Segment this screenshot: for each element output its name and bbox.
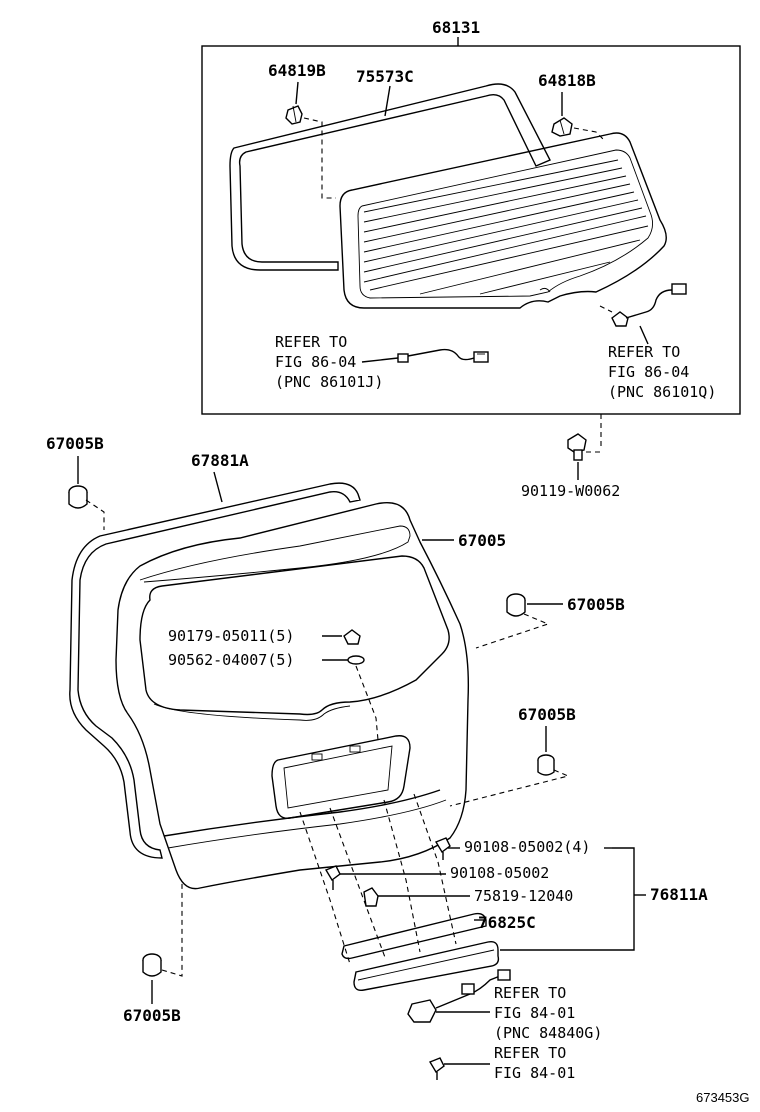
bolt-90119[interactable] bbox=[567, 433, 587, 461]
dash-64818B bbox=[573, 127, 605, 141]
label-64819B[interactable]: 64819B bbox=[268, 61, 326, 80]
lamp-screw[interactable] bbox=[428, 1057, 445, 1080]
refer-right-line2[interactable]: FIG 86-04 bbox=[608, 363, 689, 381]
label-75819[interactable]: 75819-12040 bbox=[474, 887, 573, 905]
refer-bottom1-line3[interactable]: (PNC 84840G) bbox=[494, 1024, 602, 1042]
refer-bottom1-line2[interactable]: FIG 84-01 bbox=[494, 1004, 575, 1022]
dash-garnish-3 bbox=[383, 799, 421, 953]
refer-bottom2-line2[interactable]: FIG 84-01 bbox=[494, 1064, 575, 1082]
dash-right-connector bbox=[599, 305, 613, 313]
dash-64819B bbox=[303, 117, 336, 199]
figure-id: 673453G bbox=[696, 1090, 750, 1105]
dash-garnish-2 bbox=[329, 807, 387, 961]
stopper-67005B-top-left[interactable] bbox=[68, 485, 88, 509]
dash-90562 bbox=[355, 665, 379, 741]
garnish-lamp-housing[interactable] bbox=[353, 940, 500, 992]
wire-connector-left[interactable] bbox=[397, 348, 489, 363]
dash-67005B-right-2 bbox=[449, 769, 570, 807]
leader-75573C bbox=[384, 85, 391, 117]
label-67005B-top-left[interactable]: 67005B bbox=[46, 434, 104, 453]
garnish-76825C[interactable] bbox=[341, 912, 487, 960]
label-90562[interactable]: 90562-04007(5) bbox=[168, 651, 294, 669]
screw-90108-4[interactable] bbox=[434, 837, 451, 860]
refer-bottom2-line1[interactable]: REFER TO bbox=[494, 1044, 566, 1062]
label-67005B-right-2[interactable]: 67005B bbox=[518, 705, 576, 724]
label-67005[interactable]: 67005 bbox=[458, 531, 506, 550]
stopper-67005B-right-1[interactable] bbox=[506, 593, 526, 617]
refer-left-line2[interactable]: FIG 86-04 bbox=[275, 353, 356, 371]
label-67881A[interactable]: 67881A bbox=[191, 451, 249, 470]
label-67005B-right-1[interactable]: 67005B bbox=[567, 595, 625, 614]
label-90108[interactable]: 90108-05002 bbox=[450, 864, 549, 882]
clip-75819[interactable] bbox=[363, 887, 379, 907]
assembly-box-68131 bbox=[201, 45, 741, 415]
license-lamp-connector[interactable] bbox=[407, 969, 511, 1023]
wire-connector-right[interactable] bbox=[611, 283, 687, 327]
back-door-panel[interactable] bbox=[115, 502, 469, 890]
nut-90179[interactable] bbox=[343, 629, 361, 645]
label-64818B[interactable]: 64818B bbox=[538, 71, 596, 90]
weatherstrip-67881A[interactable] bbox=[69, 482, 361, 859]
refer-left-line1[interactable]: REFER TO bbox=[275, 333, 347, 351]
dash-67005B-right-1 bbox=[475, 613, 550, 649]
leader-67881A bbox=[213, 471, 223, 503]
label-90108-4[interactable]: 90108-05002(4) bbox=[464, 838, 590, 856]
dash-garnish-4 bbox=[413, 793, 457, 945]
refer-left-line3[interactable]: (PNC 86101J) bbox=[275, 373, 383, 391]
label-67005B-bottom-left[interactable]: 67005B bbox=[123, 1006, 181, 1025]
label-76811A[interactable]: 76811A bbox=[650, 885, 708, 904]
stopper-67005B-right-2[interactable] bbox=[537, 754, 555, 776]
label-90179[interactable]: 90179-05011(5) bbox=[168, 627, 294, 645]
label-75573C[interactable]: 75573C bbox=[356, 67, 414, 86]
dash-67005B-top-left bbox=[85, 499, 105, 530]
stopper-67005B-bottom-left[interactable] bbox=[142, 953, 162, 977]
refer-right-line3[interactable]: (PNC 86101Q) bbox=[608, 383, 716, 401]
bracket-76811A bbox=[612, 847, 635, 951]
dash-garnish-1 bbox=[299, 811, 351, 965]
leader-refer-left bbox=[361, 357, 399, 363]
back-glass[interactable] bbox=[339, 132, 667, 309]
dash-67005B-bottom-left bbox=[161, 880, 183, 977]
screw-90108[interactable] bbox=[324, 865, 341, 890]
label-76825C[interactable]: 76825C bbox=[478, 913, 536, 932]
weatherstrip-75573C[interactable] bbox=[229, 83, 551, 271]
label-90119[interactable]: 90119-W0062 bbox=[521, 482, 620, 500]
clip-90562[interactable] bbox=[347, 655, 365, 665]
refer-right-line1[interactable]: REFER TO bbox=[608, 343, 680, 361]
leader-64819B bbox=[295, 81, 299, 105]
leader-refer-right bbox=[639, 325, 649, 345]
refer-bottom1-line1[interactable]: REFER TO bbox=[494, 984, 566, 1002]
clip-64818B[interactable] bbox=[551, 117, 573, 137]
label-68131[interactable]: 68131 bbox=[432, 18, 480, 37]
clip-64819B[interactable] bbox=[285, 105, 303, 125]
